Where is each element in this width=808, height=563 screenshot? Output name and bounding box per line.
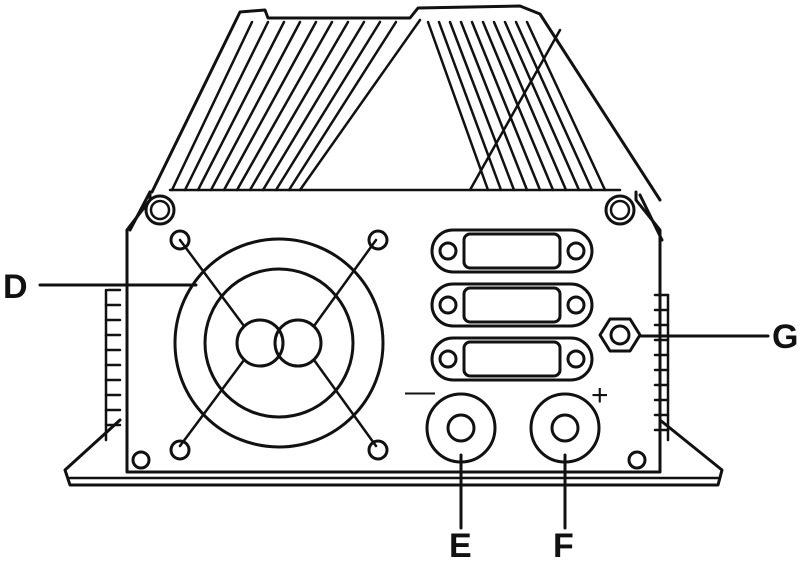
base-feet — [63, 418, 724, 487]
heatsink-fins-left — [170, 20, 398, 192]
heatsink-fins-right — [426, 20, 607, 192]
heatsink-fin — [183, 20, 270, 192]
callout-label-g: G — [772, 318, 798, 356]
callout-label-d: D — [3, 268, 28, 306]
ac-outlet-bottom — [430, 336, 594, 382]
fan-screw-top-right — [367, 229, 389, 251]
fan-screw-bottom-left — [169, 439, 191, 461]
panel-screw-bottom-right — [627, 450, 647, 470]
fan-screw-top-left — [169, 229, 191, 251]
heatsink-fin — [525, 20, 607, 192]
heatsink-fin — [222, 20, 318, 192]
heatsink-fin — [470, 20, 542, 192]
panel-screw-bottom-left — [131, 450, 151, 470]
heatsink-fin — [196, 20, 286, 192]
heatsink-fin — [248, 20, 350, 192]
heatsink-fin — [437, 20, 503, 192]
fan-screw-bottom-right — [367, 439, 389, 461]
positive-symbol: + — [591, 379, 609, 412]
heatsink-fin — [503, 20, 581, 192]
heatsink-fin — [426, 20, 490, 192]
leader-lines — [38, 283, 770, 530]
ac-outlet-top — [430, 228, 594, 274]
dc-terminal-positive — [529, 392, 601, 464]
heatsink-fin — [287, 20, 398, 192]
heatsink-fin — [514, 20, 594, 192]
heatsink-fin — [261, 20, 366, 192]
ground-terminal — [598, 317, 642, 353]
callout-label-e: E — [449, 527, 472, 563]
heatsink-fin — [448, 20, 516, 192]
heatsink-fin — [492, 20, 568, 192]
dc-terminal-negative — [425, 392, 497, 464]
heatsink-fin — [209, 20, 302, 192]
heatsink-fin — [170, 20, 254, 192]
cooling-fan — [169, 229, 389, 461]
heatsink-top — [128, 4, 664, 242]
callout-label-f: F — [553, 527, 574, 563]
negative-symbol: — — [405, 375, 435, 408]
ac-outlet-middle — [430, 282, 594, 328]
front-panel — [125, 190, 662, 474]
heatsink-fin — [459, 20, 529, 192]
side-ribs-left — [104, 288, 122, 442]
heatsink-fin — [235, 20, 334, 192]
heatsink-fin — [274, 20, 382, 192]
